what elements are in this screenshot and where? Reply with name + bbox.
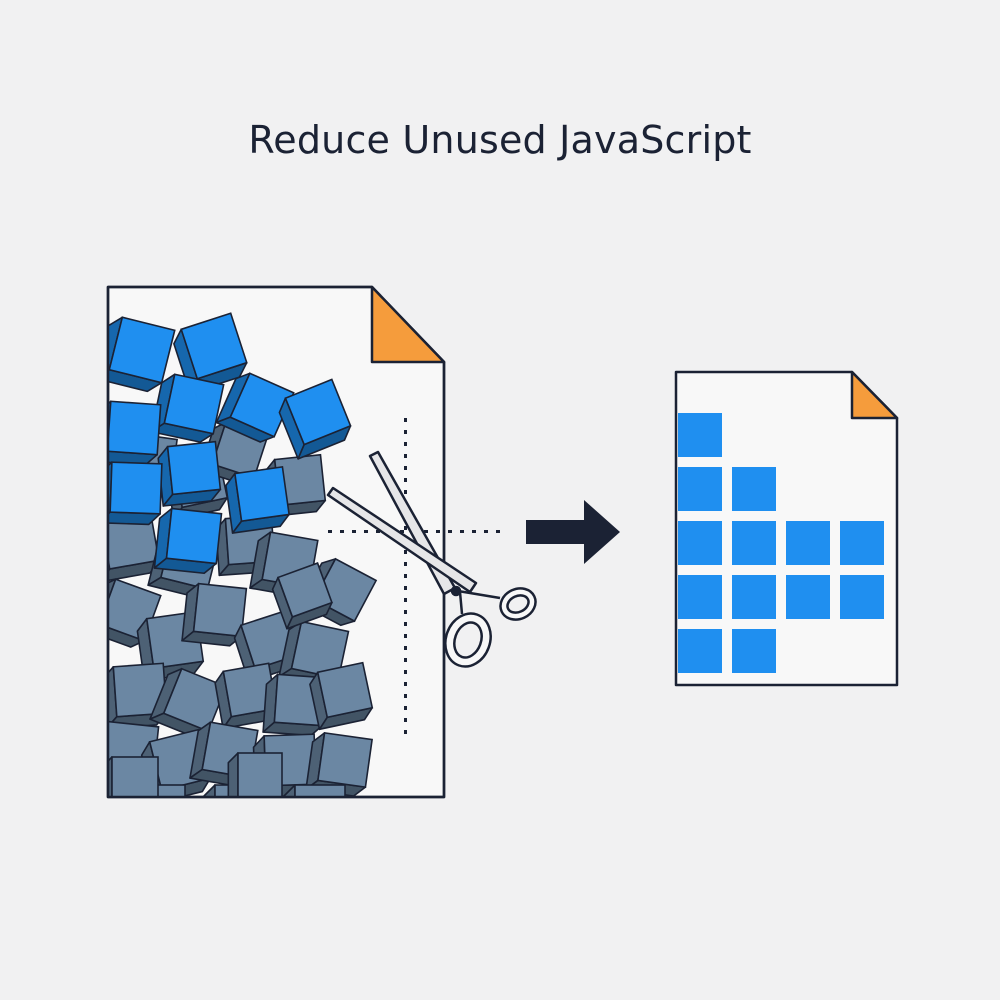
- unused-module-block: [108, 756, 159, 797]
- optimized-module-block: [786, 575, 830, 619]
- optimized-module-block: [732, 467, 776, 511]
- optimized-module-block: [678, 467, 722, 511]
- cut-dot: [404, 646, 407, 650]
- cut-dot: [364, 530, 368, 533]
- cut-dot: [496, 530, 500, 533]
- cut-dot: [404, 586, 407, 590]
- cut-dot: [404, 718, 407, 722]
- source-fold-corner-icon: [370, 285, 446, 364]
- cut-dot: [472, 530, 476, 533]
- used-module-block: [278, 378, 352, 460]
- unused-module-block: [108, 510, 160, 583]
- cut-dot: [404, 526, 407, 530]
- optimized-module-block: [840, 521, 884, 565]
- unused-module-block: [214, 662, 278, 730]
- cut-dot: [404, 550, 407, 554]
- cut-dot: [404, 670, 407, 674]
- cut-dot: [448, 530, 452, 533]
- optimized-module-block: [840, 575, 884, 619]
- cut-dot: [404, 598, 407, 602]
- optimized-module-block: [678, 521, 722, 565]
- optimized-module-block: [678, 413, 722, 457]
- unused-module-block: [227, 752, 283, 797]
- used-module-block: [225, 465, 291, 534]
- cut-dot: [404, 610, 407, 614]
- cut-dot: [424, 530, 428, 533]
- cut-dot: [404, 430, 407, 434]
- cut-dot: [404, 478, 407, 482]
- result-fold-corner-icon: [850, 370, 899, 420]
- used-module-block: [215, 372, 295, 443]
- used-code-modules: [108, 312, 352, 575]
- cut-dot: [404, 706, 407, 710]
- cut-dot: [404, 694, 407, 698]
- cut-dot: [400, 530, 404, 533]
- optimized-code-modules: [678, 413, 884, 673]
- cut-dot: [404, 622, 407, 626]
- cut-dot: [404, 730, 407, 734]
- optimized-module-block: [732, 629, 776, 673]
- cut-dot: [404, 466, 407, 470]
- used-module-block: [150, 373, 225, 443]
- cut-dot: [460, 530, 464, 533]
- unused-module-block: [181, 582, 248, 647]
- cut-dot: [328, 530, 332, 533]
- cut-dot: [376, 530, 380, 533]
- page-title: Reduce Unused JavaScript: [248, 118, 752, 162]
- cut-dot: [484, 530, 488, 533]
- unused-module-block: [309, 661, 374, 731]
- scissors-icon: [326, 450, 537, 668]
- used-module-block: [108, 400, 162, 466]
- cut-dot: [404, 658, 407, 662]
- cut-dot: [404, 682, 407, 686]
- used-module-block: [157, 440, 222, 507]
- unused-module-block: [271, 562, 333, 630]
- cut-dot: [404, 418, 407, 422]
- optimized-module-block: [786, 521, 830, 565]
- used-module-block: [153, 507, 223, 575]
- arrow-right-icon: [526, 500, 620, 564]
- cut-dot: [404, 490, 407, 494]
- cut-dot: [352, 530, 356, 533]
- unused-module-block: [283, 784, 346, 797]
- cut-dot: [436, 530, 440, 533]
- optimized-module-block: [732, 521, 776, 565]
- cut-dot: [404, 634, 407, 638]
- optimized-module-block: [678, 629, 722, 673]
- cut-dot: [404, 574, 407, 578]
- optimized-module-block: [732, 575, 776, 619]
- optimized-module-block: [678, 575, 722, 619]
- cut-dot: [404, 562, 407, 566]
- cut-dot: [340, 530, 344, 533]
- cut-dot: [404, 442, 407, 446]
- cut-dot: [404, 454, 407, 458]
